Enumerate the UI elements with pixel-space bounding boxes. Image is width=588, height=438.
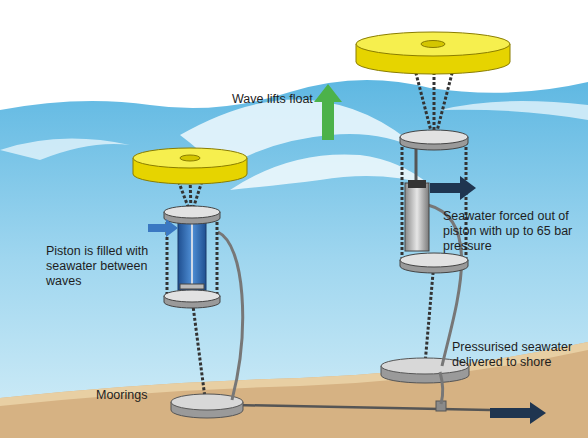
piston-head: [180, 284, 204, 289]
lift-arrow: [314, 84, 342, 140]
bottom-plate: [164, 290, 220, 302]
top-plate: [400, 130, 468, 144]
bottom-plate: [400, 253, 468, 267]
sea: [0, 80, 588, 438]
mooring-chain: [192, 298, 205, 398]
float-hole: [180, 155, 200, 161]
callout-label: Wave lifts float: [232, 92, 352, 107]
outflow-arrow: [430, 176, 476, 200]
intake-arrow: [148, 219, 178, 237]
hose: [440, 372, 443, 404]
callout-label: Seawater forced out of piston with up to…: [443, 209, 583, 254]
callout-label: Piston is filled with seawater between w…: [46, 244, 168, 289]
flow-arrow: [490, 402, 546, 424]
pump-cylinder: [405, 183, 429, 251]
frame-rod: [401, 137, 404, 262]
hose: [218, 232, 243, 400]
seabed-pipe: [236, 405, 490, 410]
callout-label: Moorings: [96, 388, 176, 403]
top-plate: [164, 206, 220, 218]
wave-crest: [440, 101, 588, 120]
wave-crest: [0, 139, 130, 160]
cylinder-cap: [408, 180, 426, 188]
callout-label: Pressurised seawater delivered to shore: [452, 340, 586, 370]
mooring-chain: [425, 262, 434, 364]
wave-crest: [230, 154, 430, 190]
float-hole: [421, 41, 445, 48]
buoy-float: [133, 148, 247, 168]
frame-rod: [216, 212, 219, 298]
buoy-float: [356, 32, 510, 56]
